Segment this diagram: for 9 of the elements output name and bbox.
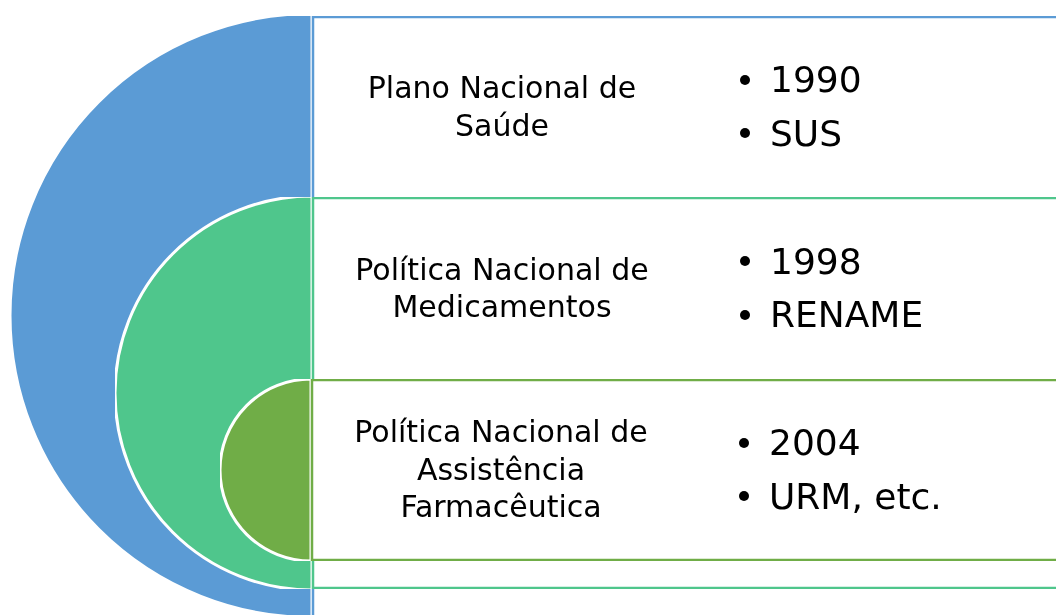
bullet-item: SUS [770,111,843,155]
band-heading: Política Nacional de Assistência Farmacêutica [353,413,649,526]
bullet-item: URM, etc. [769,474,942,518]
band-heading: Plano Nacional de Saúde [366,69,638,144]
band-heading: Política Nacional de Medicamentos [354,250,650,326]
bullet-item: 1998 [770,239,862,283]
bullet-item: RENAME [770,293,924,337]
bullet-item: 2004 [769,421,861,465]
bullet-item: 1990 [770,58,862,102]
